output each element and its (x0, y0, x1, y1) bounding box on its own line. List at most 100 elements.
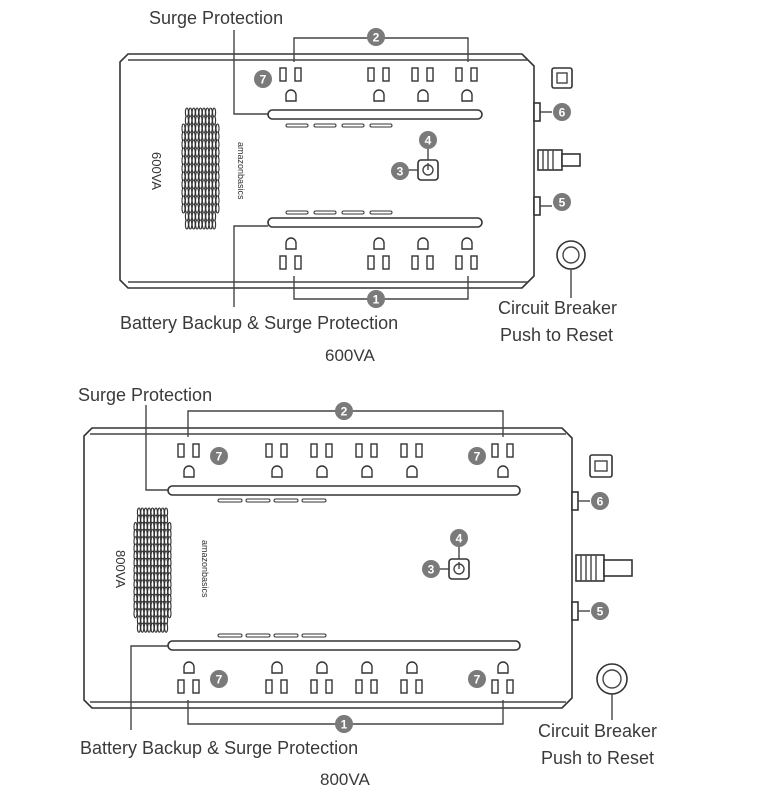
vent-slot (160, 622, 165, 633)
label-circuit-breaker: Circuit Breaker (498, 298, 617, 318)
vent-slot (133, 608, 138, 619)
power-cord (575, 554, 633, 582)
label-battery-backup: Battery Backup & Surge Protection (80, 738, 358, 758)
svg-text:5: 5 (597, 605, 604, 619)
callout-4: 4 (450, 529, 468, 547)
outlet (367, 237, 390, 270)
indicator-dash (217, 498, 243, 503)
callout-7-bottom-right: 7 (468, 670, 486, 688)
top-slot (167, 485, 521, 496)
indicator-dash (285, 123, 309, 128)
vent-slot (201, 219, 206, 230)
callout-2: 2 (367, 28, 385, 46)
indicator-dash (301, 633, 327, 638)
vent-slot (212, 219, 217, 230)
label-push-to-reset: Push to Reset (541, 748, 654, 768)
power-cord (537, 149, 581, 171)
outlet (491, 443, 514, 478)
indicator-dash (245, 498, 271, 503)
outlet (310, 443, 333, 478)
callout-4: 4 (419, 131, 437, 149)
model-mark: 800VA (113, 550, 128, 588)
svg-text:3: 3 (397, 165, 404, 179)
callout-7-top-left: 7 (210, 447, 228, 465)
vent-slot (140, 622, 145, 633)
svg-text:7: 7 (216, 450, 223, 464)
ups-800-body (83, 427, 573, 709)
callout-7: 7 (254, 70, 272, 88)
indicator-dash (341, 123, 365, 128)
usb-b-icon (551, 67, 573, 89)
caption-600va: 600VA (325, 346, 375, 365)
vent-slot (205, 219, 210, 230)
label-surge-protection: Surge Protection (149, 8, 283, 28)
outlet (367, 67, 390, 102)
svg-text:1: 1 (373, 293, 380, 307)
coax-port (571, 601, 579, 621)
svg-text:4: 4 (425, 134, 432, 148)
label-push-to-reset: Push to Reset (500, 325, 613, 345)
caption-800va: 800VA (320, 770, 370, 789)
outlet (411, 237, 434, 270)
svg-text:3: 3 (428, 563, 435, 577)
callout-2: 2 (335, 402, 353, 420)
callout-5: 5 (553, 193, 571, 211)
callout-7-top-right: 7 (468, 447, 486, 465)
outlet (400, 443, 423, 478)
indicator-dash (301, 498, 327, 503)
outlet (279, 67, 302, 102)
vent-slot (167, 608, 172, 619)
vent-slot (191, 219, 196, 230)
svg-text:7: 7 (474, 673, 481, 687)
outlet (455, 67, 478, 102)
circuit-breaker[interactable] (556, 240, 586, 270)
usb-port (571, 491, 579, 511)
indicator-dash (245, 633, 271, 638)
outlet (265, 443, 288, 478)
outlets (177, 443, 514, 694)
svg-text:7: 7 (216, 673, 223, 687)
callout-3: 3 (391, 162, 409, 180)
label-surge-protection: Surge Protection (78, 385, 212, 405)
indicator-dashes (285, 123, 393, 215)
brand-logo: amazonbasics (236, 142, 246, 200)
outlet (455, 237, 478, 270)
outlet (355, 443, 378, 478)
callout-1: 1 (335, 715, 353, 733)
ups-600va: amazonbasics 600VA (119, 8, 617, 365)
outlet (355, 661, 378, 694)
label-circuit-breaker: Circuit Breaker (538, 721, 657, 741)
vent-slot (198, 219, 203, 230)
bottom-slot (167, 640, 521, 651)
svg-text:5: 5 (559, 196, 566, 210)
callout-6: 6 (553, 103, 571, 121)
svg-text:4: 4 (456, 532, 463, 546)
outlet (310, 661, 333, 694)
indicator-dash (313, 210, 337, 215)
vent-slot (153, 622, 158, 633)
vent-slot (195, 219, 200, 230)
outlet (177, 661, 200, 694)
indicator-dash (217, 633, 243, 638)
svg-text:2: 2 (341, 405, 348, 419)
indicator-dash (341, 210, 365, 215)
vent-slot (147, 622, 152, 633)
svg-text:7: 7 (474, 450, 481, 464)
vent-slot (181, 203, 186, 214)
model-mark: 600VA (149, 152, 164, 190)
indicator-dash (285, 210, 309, 215)
outlet (411, 67, 434, 102)
bottom-slot (267, 217, 483, 228)
outlet (265, 661, 288, 694)
svg-text:7: 7 (260, 73, 267, 87)
svg-text:6: 6 (559, 106, 566, 120)
svg-text:2: 2 (373, 31, 380, 45)
callout-6: 6 (591, 492, 609, 510)
vent-slot (143, 622, 148, 633)
vent-slot (184, 219, 189, 230)
vent-grille (133, 507, 172, 633)
vent-grille (181, 107, 220, 230)
vent-slot (150, 622, 155, 633)
brand-logo: amazonbasics (200, 540, 210, 598)
circuit-breaker[interactable] (596, 663, 628, 695)
